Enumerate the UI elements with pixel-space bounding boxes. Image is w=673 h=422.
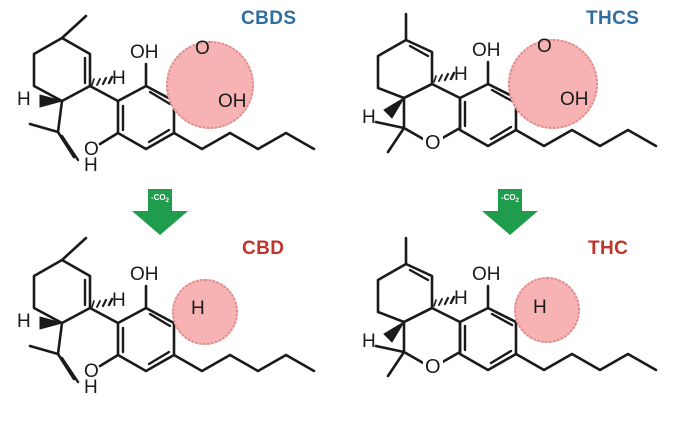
highlight-carboxyl-thcs xyxy=(508,39,598,129)
atom-label-h-right: H xyxy=(454,288,468,309)
decarboxylation-arrow-left: -CO2 xyxy=(129,189,191,237)
arrow-right-label: -CO2 xyxy=(479,193,541,205)
atom-label-h-right: H xyxy=(112,68,126,89)
panel-thcs: H H OH O O OH xyxy=(340,0,673,190)
title-thcs: THCS xyxy=(586,8,640,29)
atom-label-h-left: H xyxy=(17,311,31,332)
ring-o-mask xyxy=(423,133,443,153)
hash-bond-h-right xyxy=(91,297,114,308)
panel-cbds: H H OH O H O OH xyxy=(0,0,336,190)
atom-label-h-left: H xyxy=(17,89,31,110)
arrow-right-svg xyxy=(482,189,538,235)
title-cbds: CBDS xyxy=(241,8,297,29)
ring-o-mask xyxy=(423,357,443,377)
atom-label-aryl-h: H xyxy=(533,297,547,318)
arrow-left-label-sub: 2 xyxy=(165,198,169,204)
highlight-aryl-h-cbd xyxy=(172,279,238,345)
atom-label-h-bottom: H xyxy=(84,377,98,398)
wedge-bond-h-left xyxy=(39,316,64,330)
structure-thcs-svg xyxy=(374,12,658,154)
atom-label-oh-top: OH xyxy=(472,40,501,61)
arrow-shape xyxy=(132,189,188,235)
arrow-left-label: -CO2 xyxy=(129,193,191,205)
decarboxylation-arrow-right: -CO2 xyxy=(479,189,541,237)
atom-label-oh-top: OH xyxy=(130,42,159,63)
highlight-aryl-h-thc xyxy=(514,277,580,343)
atom-label-carbonyl-o: O xyxy=(195,38,210,59)
arrow-right-label-sub: 2 xyxy=(515,198,519,204)
atom-label-carbonyl-o: O xyxy=(537,36,552,57)
title-cbd: CBD xyxy=(242,238,285,259)
wedge-bond-h-left xyxy=(383,321,405,343)
arrow-right-label-text: -CO xyxy=(500,193,516,202)
hash-bond-h-right xyxy=(91,75,114,86)
panel-thc: H H OH O H xyxy=(340,232,673,422)
wedge-bond-h-left xyxy=(383,97,405,119)
atom-label-o-bottom: O xyxy=(84,361,99,382)
atom-label-acid-oh: OH xyxy=(218,91,247,112)
atom-label-ring-o: O xyxy=(425,356,441,378)
wedge-bond-h-left xyxy=(39,94,64,108)
highlight-carboxyl-cbds xyxy=(166,41,254,129)
atom-label-h-bottom: H xyxy=(84,155,98,176)
panel-cbd: H H OH O H H xyxy=(0,232,336,422)
arrow-left-svg xyxy=(132,189,188,235)
structure-cbd-svg xyxy=(28,236,316,384)
atom-label-oh-top: OH xyxy=(472,264,501,285)
atom-label-acid-oh: OH xyxy=(560,89,589,110)
atom-label-h-left: H xyxy=(362,107,376,128)
atom-label-aryl-h: H xyxy=(191,298,205,319)
arrow-left-label-text: -CO xyxy=(150,193,166,202)
hash-bond-h-right xyxy=(433,295,456,307)
arrow-shape xyxy=(482,189,538,235)
title-thc: THC xyxy=(588,238,629,259)
atom-label-h-right: H xyxy=(454,64,468,85)
atom-label-h-right: H xyxy=(112,290,126,311)
structure-thc-svg xyxy=(374,236,658,378)
atom-label-h-left: H xyxy=(362,331,376,352)
atom-label-o-bottom: O xyxy=(84,139,99,160)
atom-label-oh-top: OH xyxy=(130,264,159,285)
hash-bond-h-right xyxy=(433,71,456,83)
atom-label-ring-o: O xyxy=(425,132,441,154)
